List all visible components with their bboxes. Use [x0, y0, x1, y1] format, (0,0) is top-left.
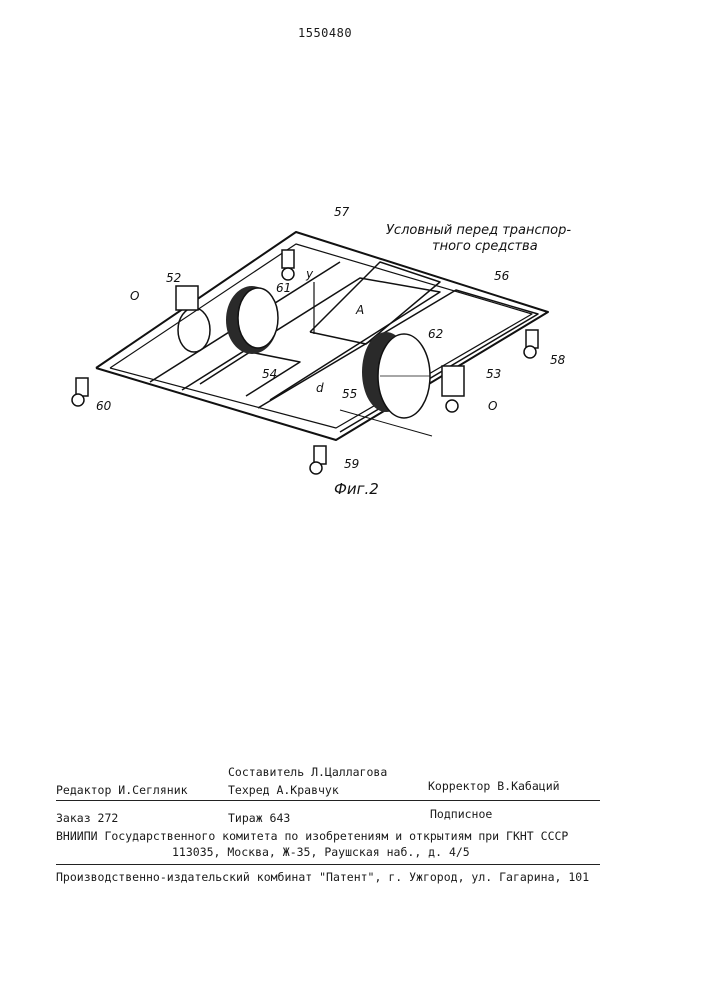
label-a: А: [355, 303, 364, 317]
label-d: d: [316, 381, 324, 395]
bracket-53: [442, 366, 464, 412]
label-58: 58: [550, 353, 566, 367]
label-61: 61: [276, 281, 291, 295]
label-o-right: О: [488, 399, 497, 413]
organization: ВНИИПИ Государственного комитета по изоб…: [56, 828, 568, 844]
order: Заказ 272: [56, 810, 118, 826]
label-o-left: О: [130, 289, 139, 303]
label-53: 53: [486, 367, 501, 381]
caster-60: [72, 378, 88, 406]
techred: Техред А.Кравчук: [228, 782, 339, 798]
label-55: 55: [342, 387, 357, 401]
caption-line1: Условный перед транспор-: [386, 223, 571, 238]
label-56: 56: [494, 269, 510, 283]
bracket-52: [176, 286, 198, 310]
caster-57: [282, 250, 294, 280]
vehicle-drawing: Условный перед транспор- тного средства …: [0, 0, 707, 520]
label-54: 54: [262, 367, 277, 381]
rule-bottom: [56, 864, 600, 865]
label-60: 60: [96, 399, 112, 413]
label-52: 52: [166, 271, 181, 285]
corrector: Корректор В.Кабаций: [428, 778, 560, 794]
publisher: Производственно-издательский комбинат "П…: [56, 870, 589, 884]
address: 113035, Москва, Ж-35, Раушская наб., д. …: [172, 844, 470, 860]
label-57: 57: [334, 205, 350, 219]
wheel-62: [362, 332, 430, 418]
subscription: Подписное: [430, 806, 492, 822]
caster-58: [524, 330, 538, 358]
label-59: 59: [344, 457, 359, 471]
caption-line2: тного средства: [432, 239, 538, 254]
frame: [96, 232, 548, 440]
label-62: 62: [428, 327, 443, 341]
circulation: Тираж 643: [228, 810, 290, 826]
compiler: Составитель Л.Цаллагова: [228, 764, 387, 780]
label-y: у: [305, 267, 314, 281]
rule-top: [56, 800, 600, 801]
figure-label: Фиг.2: [334, 480, 379, 498]
editor: Редактор И.Сегляник: [56, 782, 188, 798]
caster-59: [310, 446, 326, 474]
